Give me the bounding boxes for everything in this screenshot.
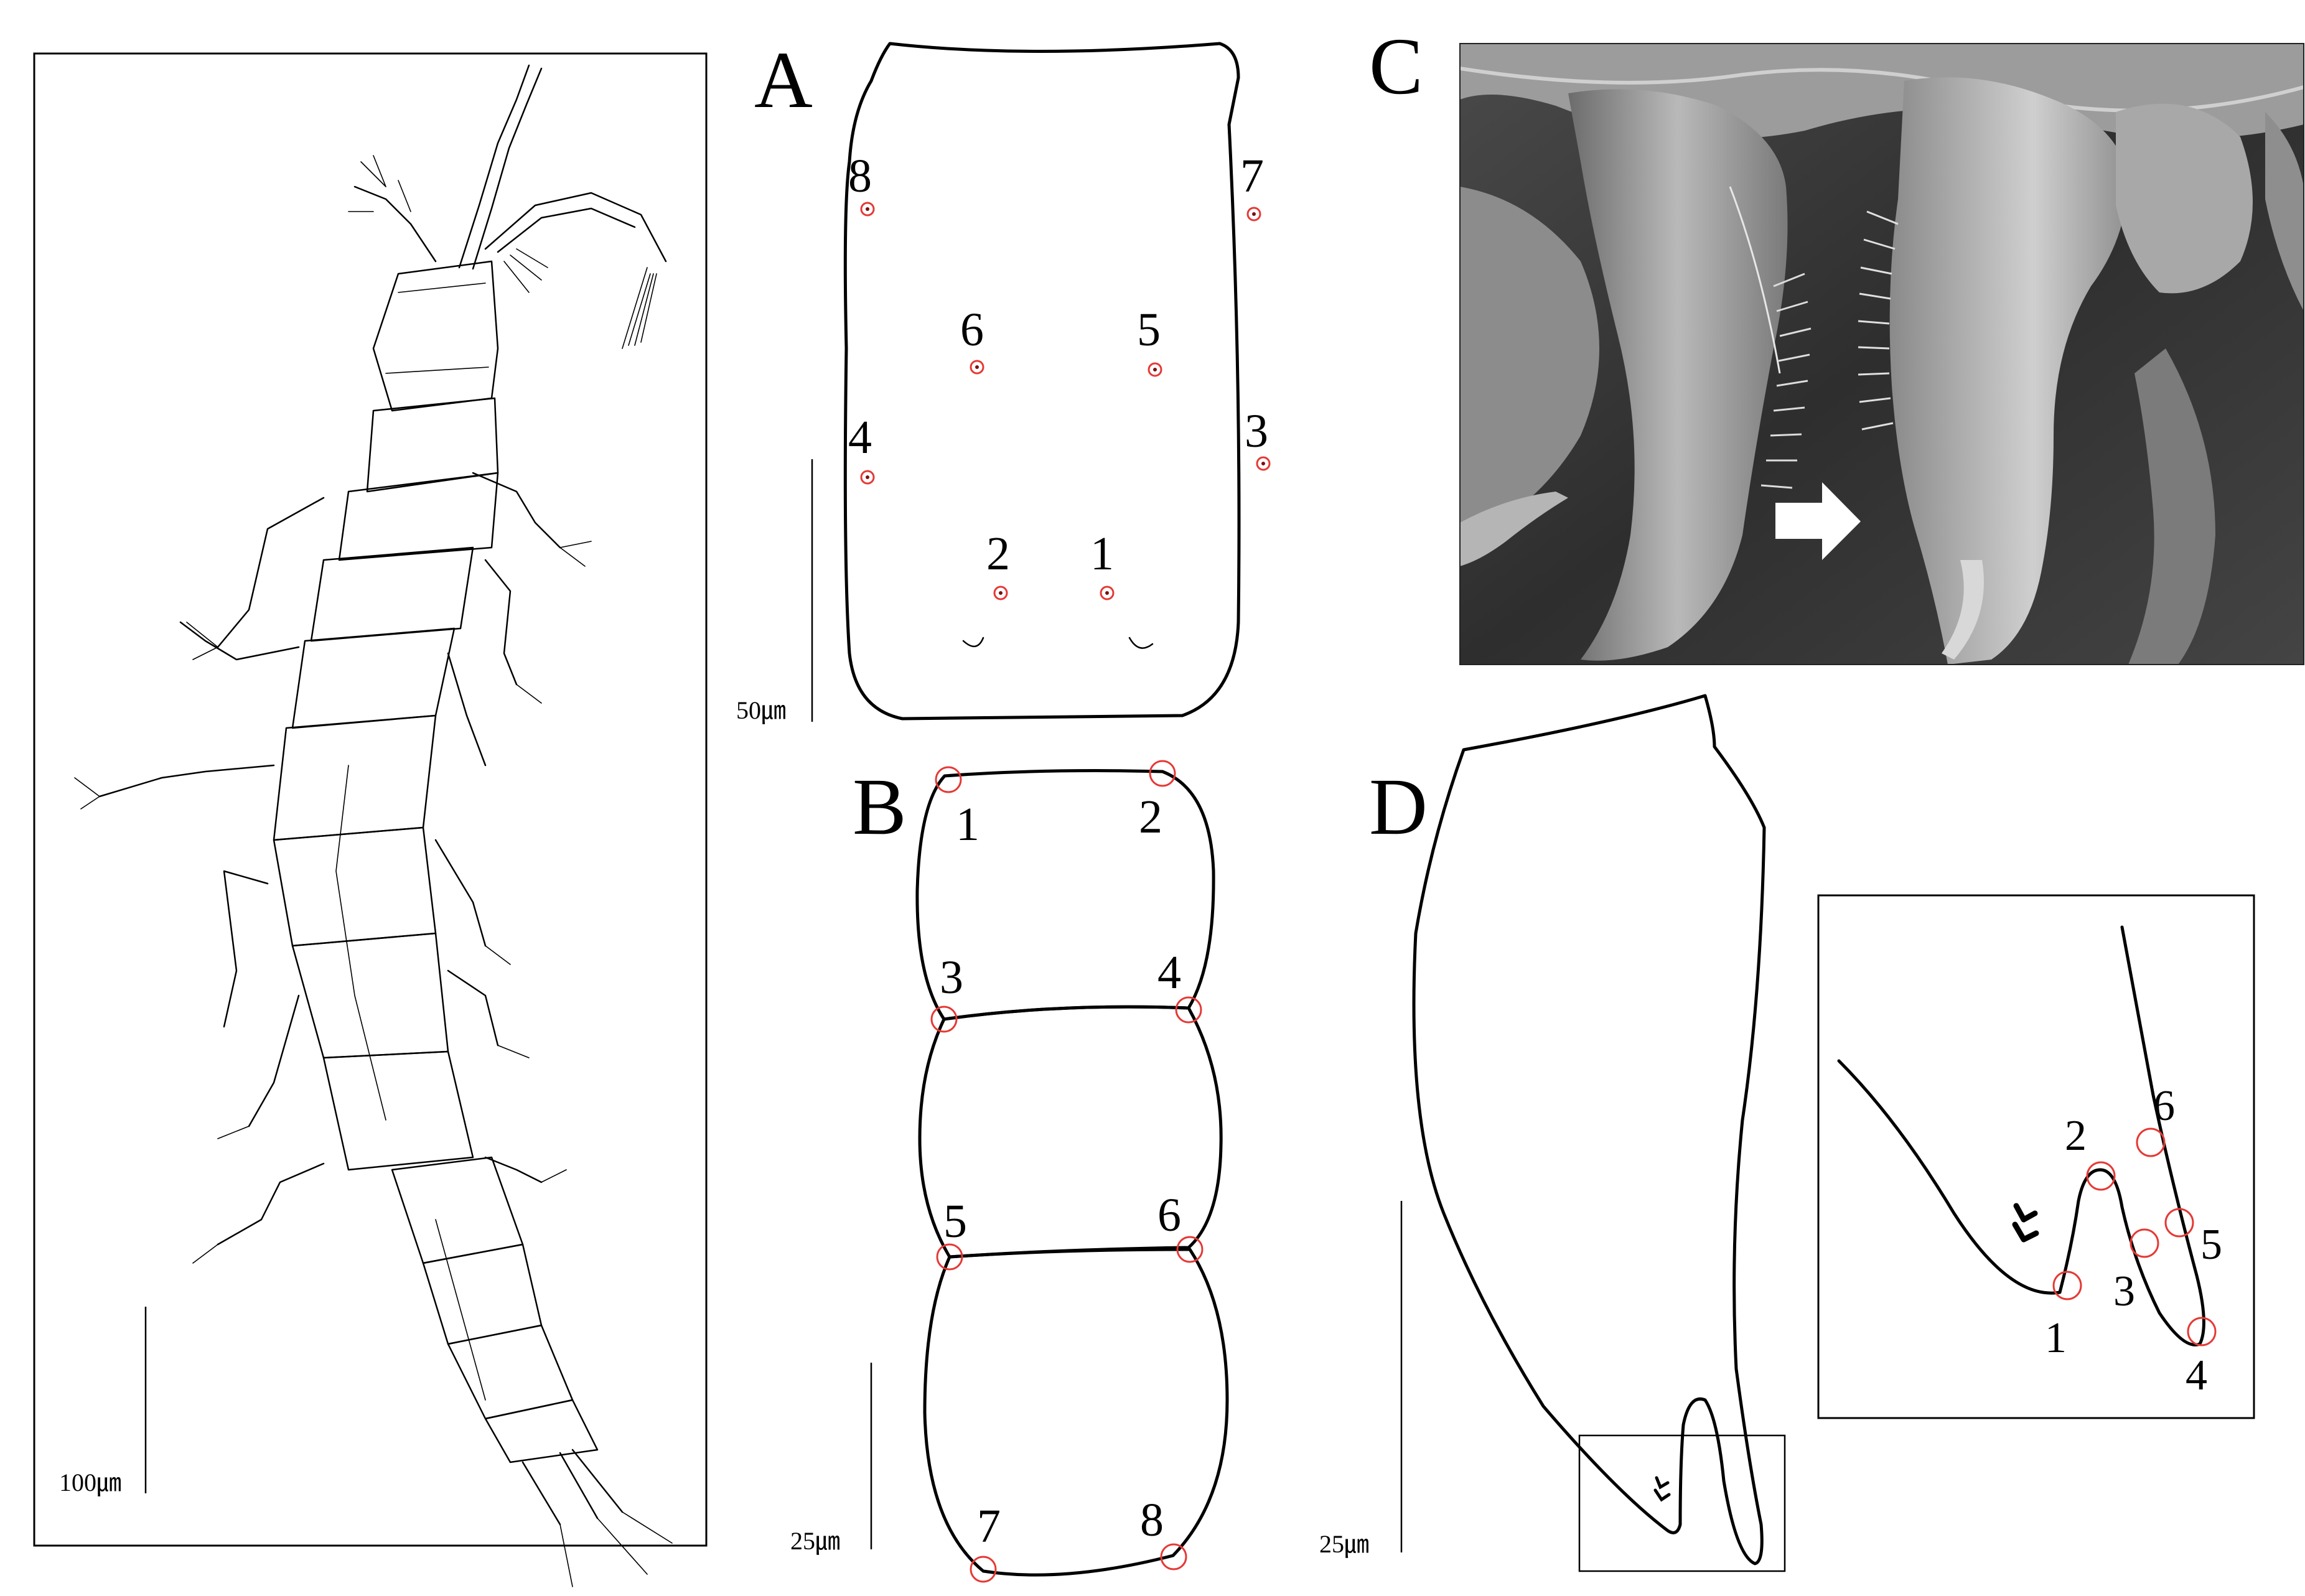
copepod-habitus-drawing <box>74 64 673 1587</box>
panel-a-left-mark <box>962 637 984 647</box>
panel-a-scale-label: 50㎛ <box>736 696 786 725</box>
panel-a-outline <box>843 42 1241 721</box>
panel-b-letter: B <box>853 762 907 852</box>
sem-micrograph <box>1460 44 2304 665</box>
panel-d-landmark-label: 1 <box>2045 1314 2067 1362</box>
landmark-circle <box>2136 1127 2166 1157</box>
landmark-circle <box>1100 586 1115 600</box>
panel-d-landmark-label: 4 <box>2186 1351 2207 1399</box>
panel-a-landmark-label: 2 <box>986 528 1010 580</box>
landmark-circle <box>993 586 1008 600</box>
landmark-circle <box>2130 1228 2159 1258</box>
panel-d-letter: D <box>1369 762 1428 852</box>
panel-b-landmark-label: 8 <box>1140 1494 1164 1546</box>
panel-b-segment-2 <box>918 1005 1223 1259</box>
panel-d-landmark-label: 6 <box>2153 1082 2175 1130</box>
chevron-marks <box>1653 1476 1671 1502</box>
landmark-circle <box>1175 996 1202 1024</box>
panel-b: B 1 2 3 4 5 6 7 8 25㎛ <box>790 760 1229 1583</box>
panel-d-landmark-label: 2 <box>2065 1112 2087 1160</box>
panel-d: D 1 2 3 4 5 6 25㎛ <box>1319 694 2255 1572</box>
landmark-circle <box>970 360 984 375</box>
panel-a-landmark-label: 3 <box>1245 405 1268 457</box>
habitus-panel: 100㎛ <box>33 52 708 1587</box>
panel-d-landmark-label: 5 <box>2200 1221 2222 1269</box>
panel-d-zoom-box <box>1578 1434 1786 1572</box>
panel-a-landmark-label: 4 <box>848 411 872 464</box>
panel-d-landmark-label: 3 <box>2113 1267 2135 1315</box>
panel-b-landmark-label: 1 <box>956 798 980 851</box>
landmark-circle <box>930 1006 958 1033</box>
panel-a-landmark-label: 8 <box>848 150 872 202</box>
panel-d-inset-landmarks: 1 2 3 4 5 6 <box>2045 1082 2222 1399</box>
panel-b-landmark-label: 7 <box>977 1500 1001 1552</box>
panel-a: A 8 7 6 5 4 3 2 1 50㎛ <box>736 35 1271 725</box>
landmark-circle <box>860 202 875 217</box>
panel-b-landmark-label: 4 <box>1157 946 1181 999</box>
panel-a-landmark-label: 5 <box>1137 304 1161 356</box>
landmark-circle <box>936 1243 963 1271</box>
landmark-circle <box>1149 760 1176 787</box>
panel-a-landmark-label: 1 <box>1090 528 1114 580</box>
landmark-circle <box>2187 1317 2217 1346</box>
panel-b-landmark-label: 5 <box>943 1195 967 1248</box>
panel-a-landmark-label: 7 <box>1240 150 1264 202</box>
landmark-circle <box>860 470 875 485</box>
arrow-icon <box>1775 482 1861 560</box>
panel-b-segment-3 <box>923 1248 1229 1577</box>
panel-d-inset-frame <box>1817 894 2255 1419</box>
panel-b-scale-label: 25㎛ <box>790 1527 840 1556</box>
landmark-circle <box>970 1556 997 1583</box>
panel-b-landmark-label: 3 <box>940 951 963 1004</box>
panel-b-landmark-label: 6 <box>1157 1189 1181 1241</box>
panel-c: C <box>1369 22 2304 665</box>
landmark-circle <box>1160 1543 1187 1570</box>
panel-c-letter: C <box>1369 22 1423 111</box>
panel-a-right-mark <box>1128 637 1154 649</box>
landmark-circle <box>1176 1236 1204 1263</box>
panel-b-landmarks: 1 2 3 4 5 6 7 8 <box>930 760 1204 1583</box>
landmark-circle <box>2164 1208 2194 1238</box>
panel-a-landmark-label: 6 <box>960 304 984 356</box>
habitus-scale-label: 100㎛ <box>59 1468 121 1497</box>
panel-a-letter: A <box>754 35 813 125</box>
landmark-circle <box>1256 456 1271 471</box>
panel-d-scale-label: 25㎛ <box>1319 1530 1369 1559</box>
panel-a-landmarks: 8 7 6 5 4 3 2 1 <box>848 150 1271 600</box>
panel-d-inset-outline <box>1837 925 2205 1346</box>
landmark-circle <box>1246 207 1261 222</box>
landmark-circle <box>1148 362 1162 377</box>
sem-frame <box>1459 43 2304 665</box>
habitus-frame <box>33 52 708 1547</box>
inset-chevron-marks <box>2012 1203 2039 1243</box>
landmark-circle <box>2086 1161 2116 1191</box>
landmark-circle <box>935 766 962 793</box>
panel-b-landmark-label: 2 <box>1139 791 1162 843</box>
panel-d-outline <box>1412 694 1766 1566</box>
landmark-circle <box>2052 1271 2082 1300</box>
